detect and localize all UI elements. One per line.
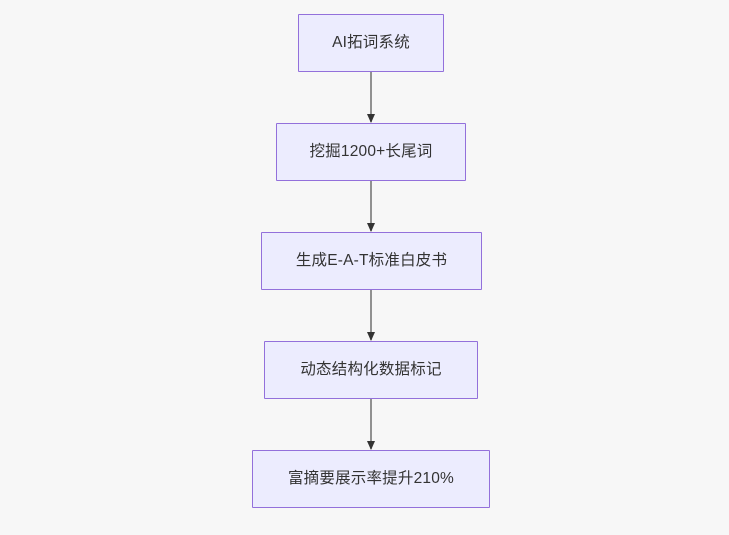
flow-node-rich-snippet-impression-uplift[interactable]: 富摘要展示率提升210% <box>252 450 490 508</box>
flow-node-label: 挖掘1200+长尾词 <box>309 142 433 160</box>
flow-node-generate-eat-whitepaper[interactable]: 生成E-A-T标准白皮书 <box>261 232 482 290</box>
flow-node-label: AI拓词系统 <box>332 33 410 51</box>
flow-node-mine-longtail-keywords[interactable]: 挖掘1200+长尾词 <box>276 123 466 181</box>
flow-node-ai-keyword-system[interactable]: AI拓词系统 <box>298 14 444 72</box>
flow-node-label: 富摘要展示率提升210% <box>287 469 455 487</box>
flow-node-label: 生成E-A-T标准白皮书 <box>295 251 448 269</box>
flow-node-label: 动态结构化数据标记 <box>300 360 442 378</box>
flow-node-dynamic-structured-data-markup[interactable]: 动态结构化数据标记 <box>264 341 478 399</box>
